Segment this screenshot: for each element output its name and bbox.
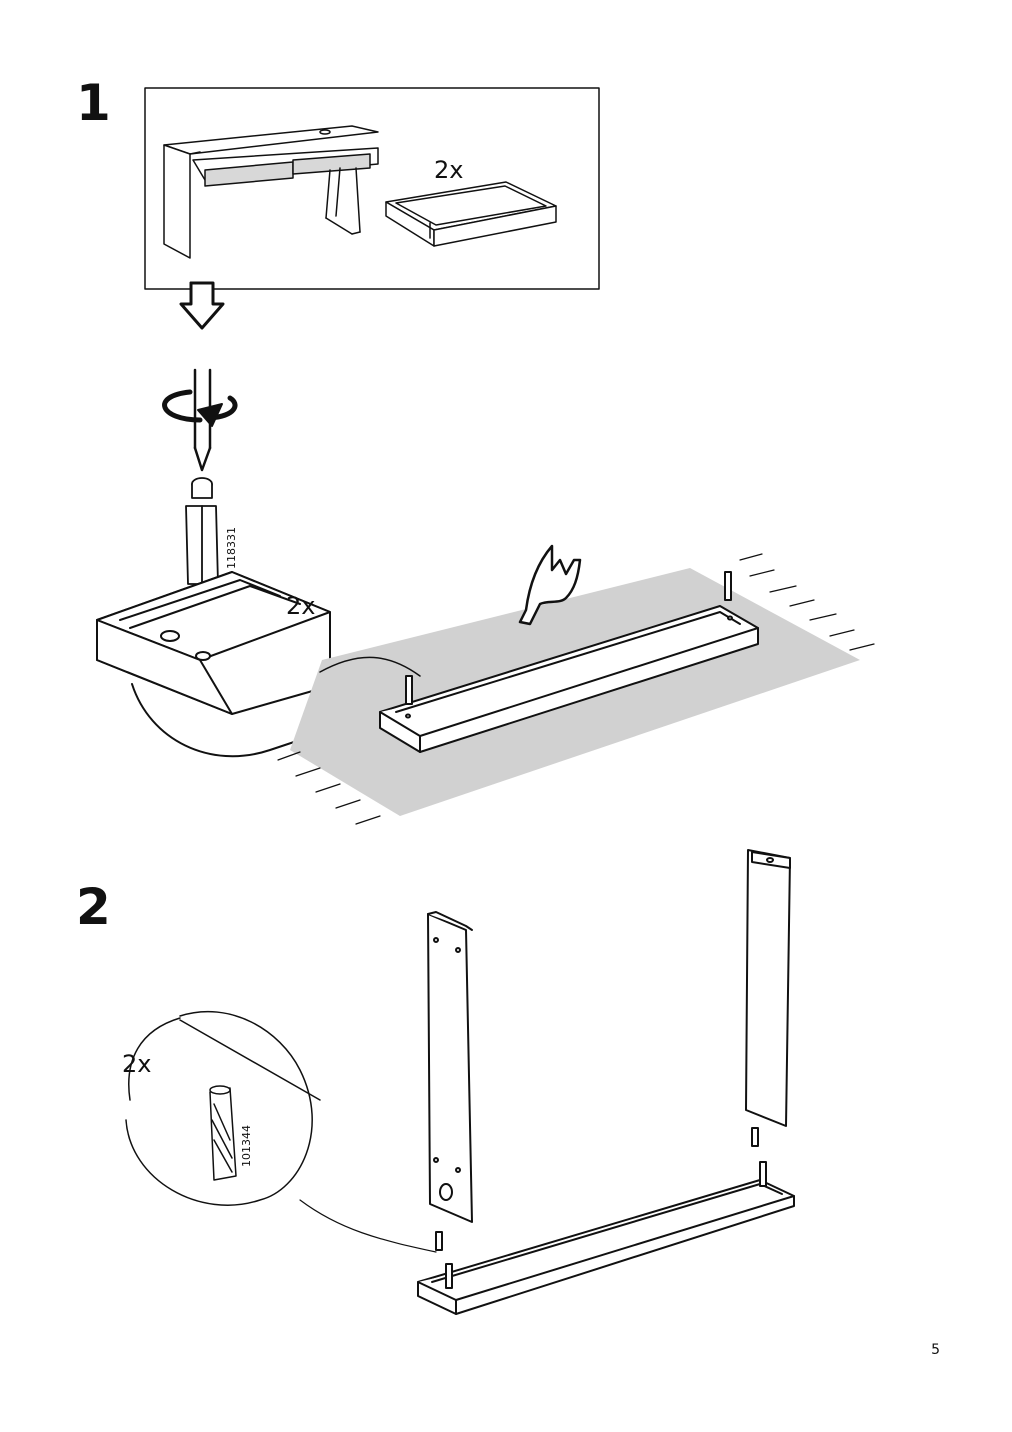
cam-screw [185, 477, 219, 629]
left-upright-panel [427, 911, 473, 1251]
right-upright-panel [745, 849, 791, 1147]
drawer-illustration [385, 181, 557, 247]
desk-illustration [163, 125, 379, 259]
screw-quantity: 2x [286, 592, 315, 620]
panel-on-rug [379, 571, 759, 753]
down-arrow-icon [179, 281, 225, 330]
context-panel: 2x [144, 87, 600, 290]
rotate-arrow-icon [162, 389, 238, 427]
dowel-part-number: 101344 [240, 1125, 253, 1167]
step-1-number: 1 [76, 74, 111, 132]
dowel-quantity: 2x [122, 1050, 151, 1078]
base-rail [417, 1161, 795, 1315]
page-number: 5 [931, 1342, 940, 1358]
step-2-number: 2 [76, 878, 111, 936]
screw-part-number: 118331 [225, 527, 238, 569]
hand-pointing-icon [518, 544, 582, 626]
drawer-quantity: 2x [434, 156, 463, 184]
side-panel-closeup [96, 571, 331, 758]
dowel-closeup [125, 1011, 437, 1253]
